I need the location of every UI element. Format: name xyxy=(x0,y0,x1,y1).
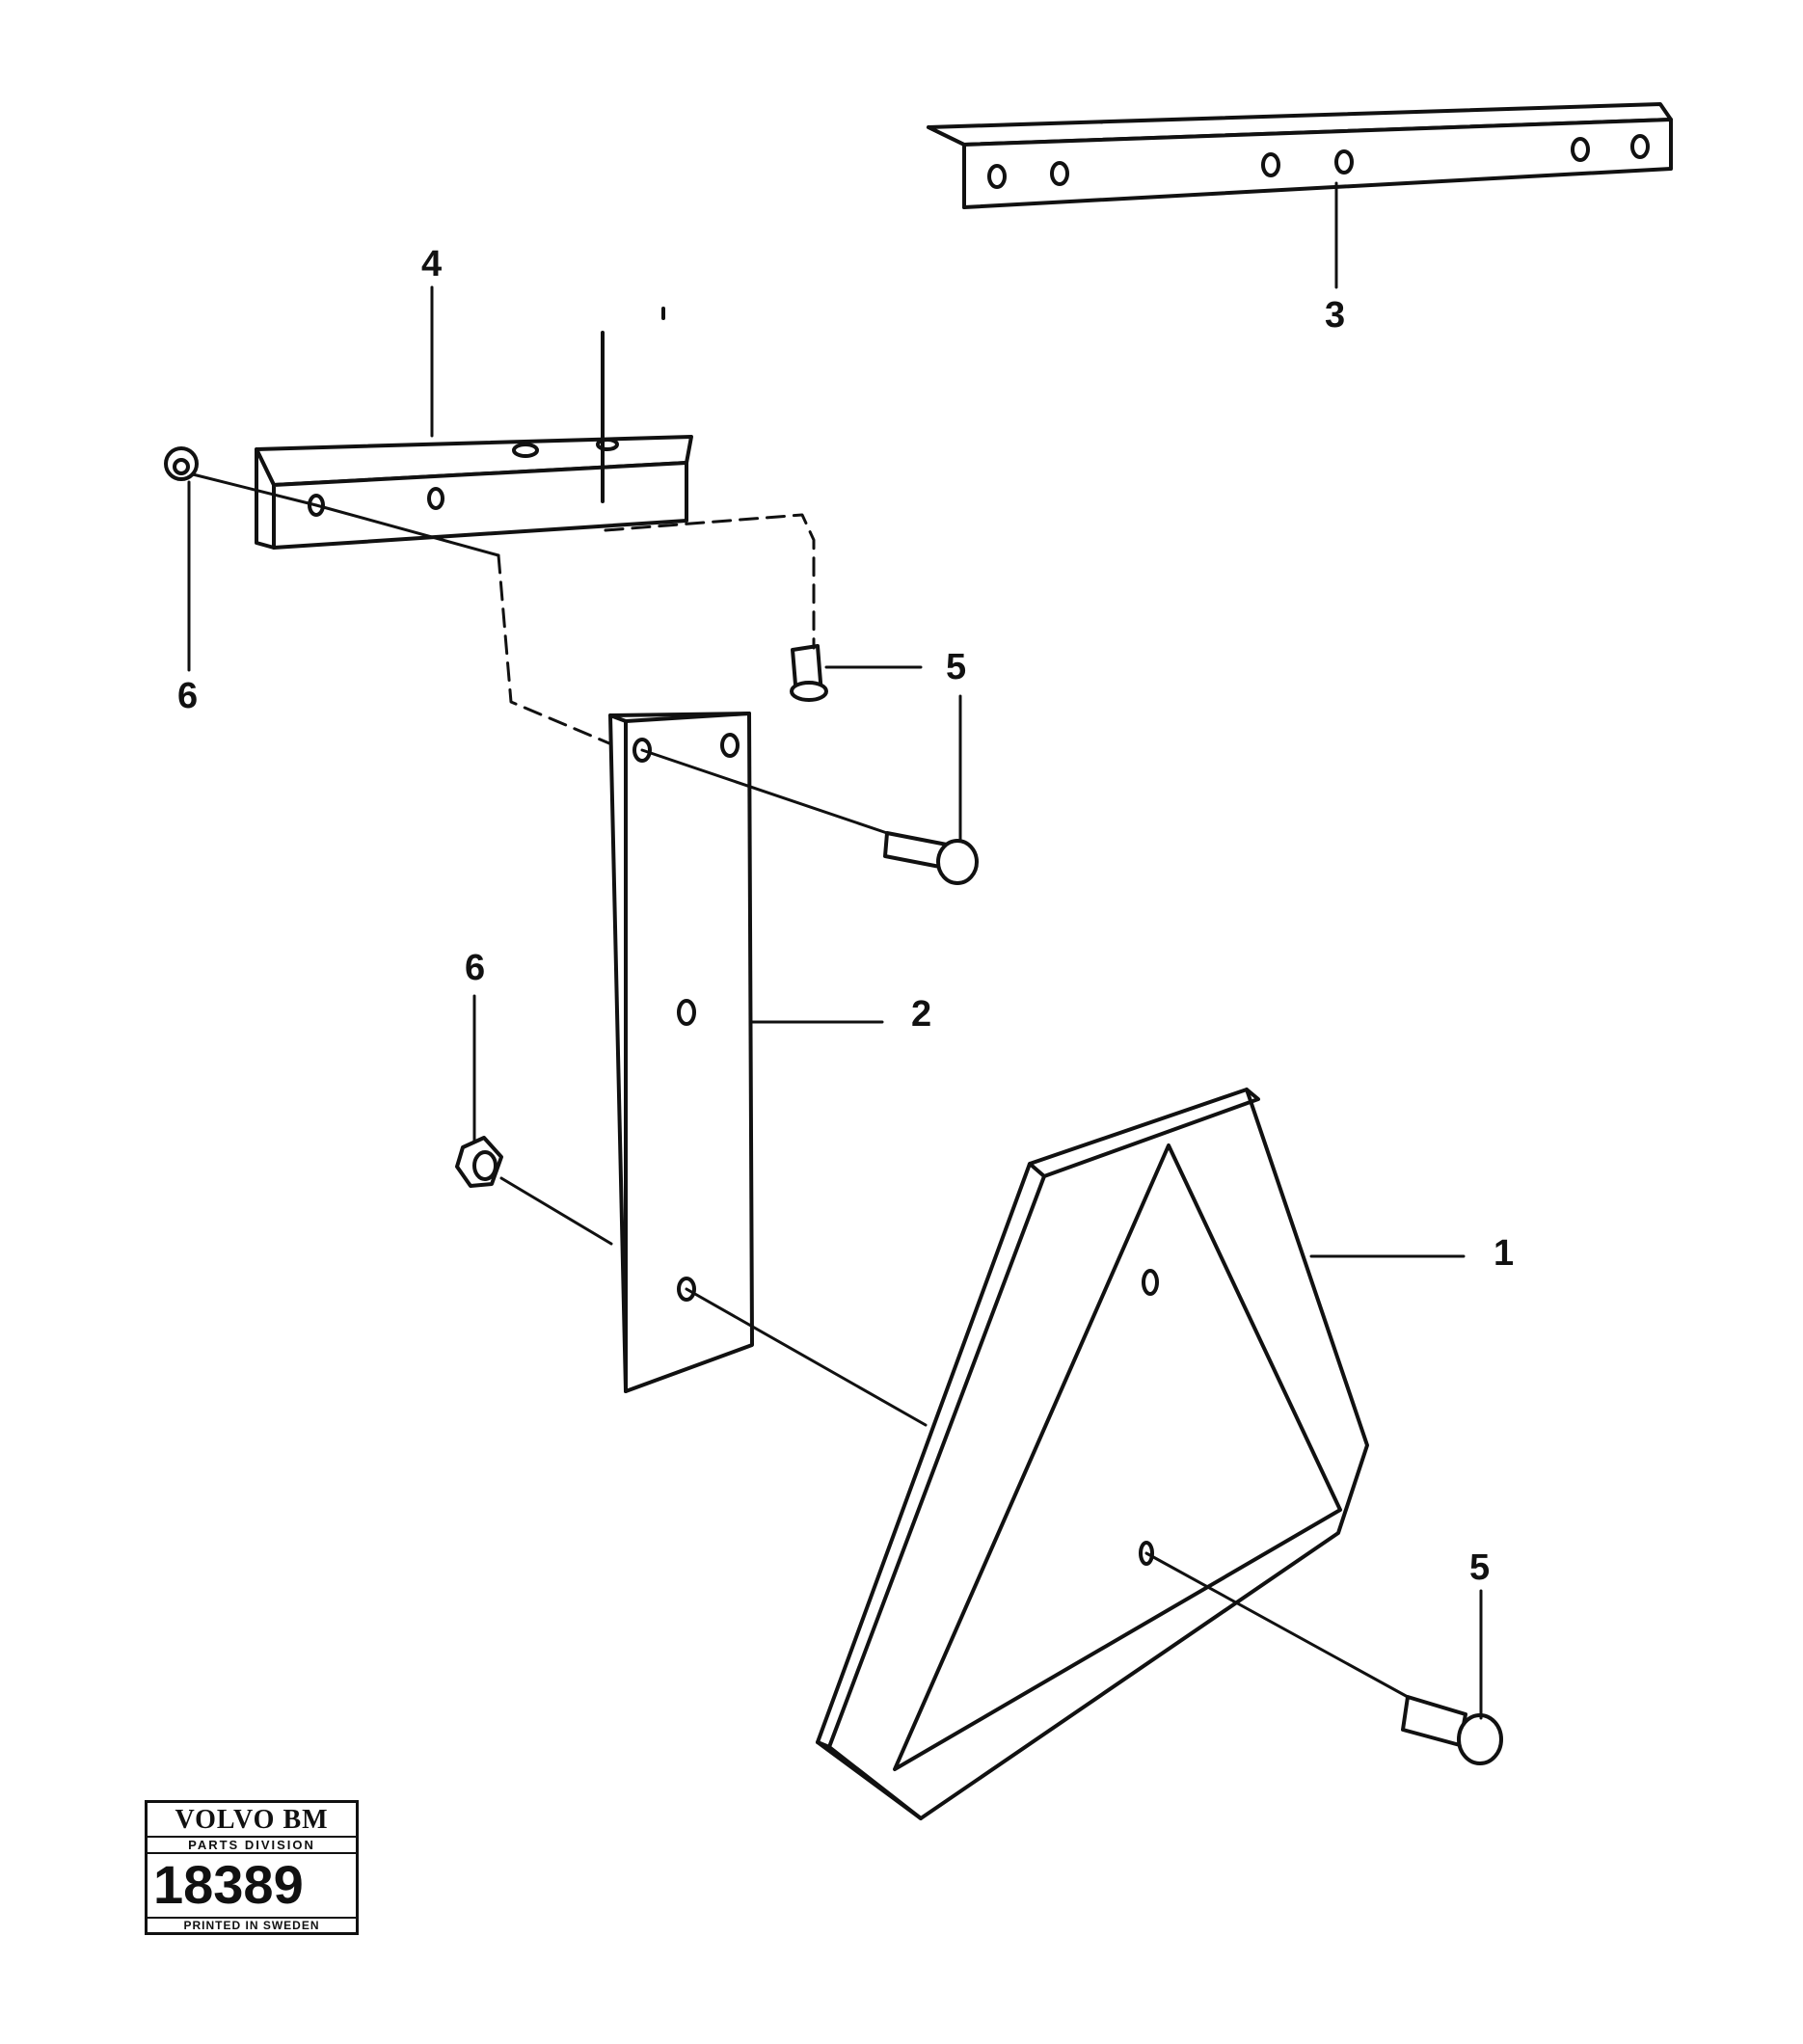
angle-bracket-part-4 xyxy=(255,307,693,550)
volvo-bm-parts-stamp: VOLVO BM PARTS DIVISION 18389 PRINTED IN… xyxy=(145,1800,359,1935)
stamp-brand: VOLVO BM xyxy=(175,1805,329,1835)
callout-1: 1 xyxy=(1494,1233,1515,1274)
callout-4: 4 xyxy=(421,244,443,284)
mounting-plate-part-2 xyxy=(608,712,754,1393)
angle-rail-part-3 xyxy=(927,102,1673,209)
stamp-division: PARTS DIVISION xyxy=(148,1836,356,1854)
bolt-part-5-lower xyxy=(1401,1695,1503,1765)
callout-6-lower: 6 xyxy=(465,948,486,988)
stamp-number: 18389 xyxy=(153,1854,304,1915)
warning-triangle-part-1 xyxy=(816,1088,1369,1820)
callout-2: 2 xyxy=(911,994,932,1035)
callout-3: 3 xyxy=(1325,295,1346,336)
callout-5-upper: 5 xyxy=(946,647,967,687)
assembly-lines xyxy=(191,472,1410,1699)
bolt-part-5-middle xyxy=(883,831,979,885)
nut-part-6-lower xyxy=(455,1136,503,1188)
callout-leaders xyxy=(187,181,1483,1720)
callout-6-upper: 6 xyxy=(177,676,199,716)
nut-part-6-upper xyxy=(164,446,199,481)
stamp-printed: PRINTED IN SWEDEN xyxy=(148,1917,356,1932)
callout-5-lower: 5 xyxy=(1469,1547,1491,1588)
bolt-part-5-upper-short xyxy=(790,644,828,702)
